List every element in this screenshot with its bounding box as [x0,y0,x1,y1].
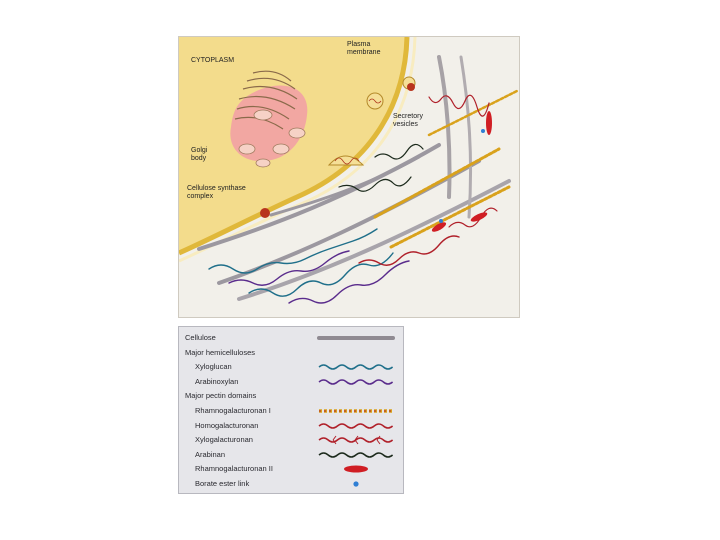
legend-label: Rhamnogalacturonan II [195,464,273,473]
legend-row: Major hemicelluloses [179,346,403,359]
legend-label: Major pectin domains [185,391,256,400]
legend-swatch-wave [315,419,397,432]
legend-swatch-wave [315,375,397,388]
legend-label: Rhamnogalacturonan I [195,406,271,415]
legend-label: Xyloglucan [195,362,232,371]
legend-row: Arabinoxylan [179,375,403,388]
legend-label: Borate ester link [195,479,249,488]
legend-mark [344,466,368,473]
legend-swatch-cellulose [315,331,397,344]
xylose-side-chain [377,436,380,444]
legend-swatch-wave [315,448,397,461]
legend-row: Rhamnogalacturonan I [179,404,403,417]
xylose-side-chain [333,436,336,444]
legend-row: Xylogalacturonan [179,433,403,446]
legend-swatch-xgal [315,433,397,446]
legend-label: Arabinoxylan [195,377,238,386]
legend-label: Arabinan [195,450,225,459]
label-cellulose-synthase-line2: complex [187,193,246,201]
legend-mark [353,481,358,486]
legend-label: Cellulose [185,333,216,342]
legend-row: Arabinan [179,448,403,461]
legend-swatch-wave [315,360,397,373]
cell-wall-diagram: CYTOPLASM Plasma membrane Secretory vesi… [178,36,520,318]
legend-mark [319,365,393,369]
label-plasma-membrane: Plasma membrane [347,41,380,57]
label-plasma-membrane-line2: membrane [347,49,380,57]
label-golgi-body-line1: Golgi [191,147,207,155]
label-secretory-vesicles-line2: vesicles [393,121,423,129]
legend-label: Xylogalacturonan [195,435,253,444]
label-plasma-membrane-line1: Plasma [347,41,380,49]
legend-mark [319,380,393,384]
label-secretory-vesicles: Secretory vesicles [393,113,423,129]
label-cellulose-synthase-complex: Cellulose synthase complex [187,185,246,201]
legend-mark [319,453,393,457]
legend-swatch-ellipse [315,462,397,475]
legend-row: Cellulose [179,331,403,344]
label-golgi-body: Golgi body [191,147,207,163]
label-cellulose-synthase-line1: Cellulose synthase [187,185,246,193]
legend-row: Major pectin domains [179,389,403,402]
legend-label: Major hemicelluloses [185,348,255,357]
legend-label: Homogalacturonan [195,421,258,430]
label-golgi-body-line2: body [191,155,207,163]
label-secretory-vesicles-line1: Secretory [393,113,423,121]
legend-swatch-dot [315,477,397,490]
legend-row: Homogalacturonan [179,419,403,432]
legend-row: Borate ester link [179,477,403,490]
legend-mark [319,424,393,428]
legend-row: Rhamnogalacturonan II [179,462,403,475]
legend-swatch-rg1 [315,404,397,417]
legend-row: Xyloglucan [179,360,403,373]
label-cytoplasm: CYTOPLASM [191,57,234,65]
cell-wall-illustration [179,37,519,317]
